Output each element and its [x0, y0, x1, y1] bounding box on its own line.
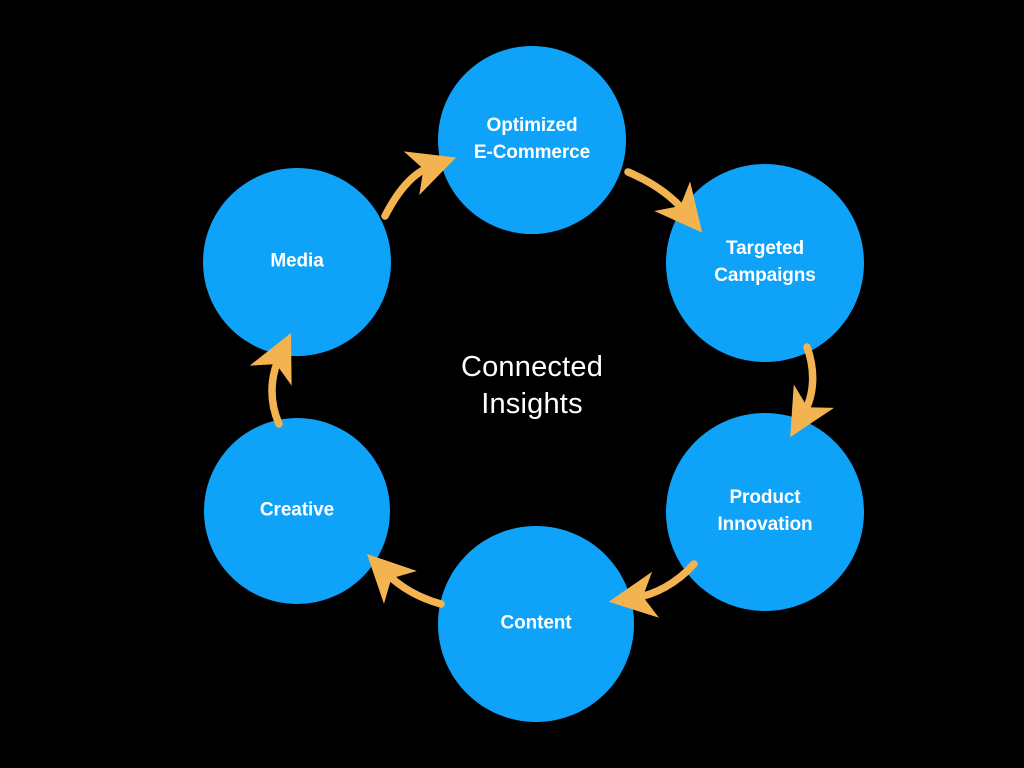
arrow-creative-to-media	[249, 332, 292, 428]
node-circle-media[interactable]	[203, 168, 391, 356]
node-circles	[203, 46, 864, 722]
arrow-targeted-to-product	[790, 343, 835, 438]
arrow-media-to-optimized	[381, 151, 457, 220]
node-circle-targeted-campaigns[interactable]	[666, 164, 864, 362]
node-circle-optimized-e-commerce[interactable]	[438, 46, 626, 234]
node-circle-creative[interactable]	[204, 418, 390, 604]
arrow-content-to-creative	[366, 553, 445, 608]
arrow-product-to-content	[608, 560, 698, 618]
cycle-arrows	[249, 151, 835, 618]
node-circle-product-innovation[interactable]	[666, 413, 864, 611]
center-title: Connected Insights	[460, 350, 604, 420]
node-circle-content[interactable]	[438, 526, 634, 722]
arrow-optimized-to-targeted	[624, 168, 703, 233]
